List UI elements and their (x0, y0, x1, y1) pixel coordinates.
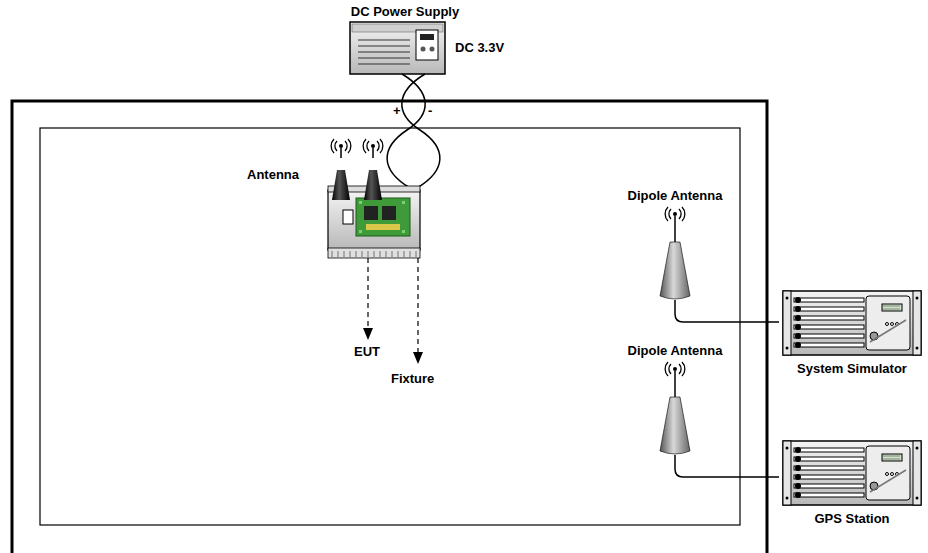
negative-terminal: - (428, 103, 432, 118)
positive-terminal: + (393, 103, 401, 118)
node-label: GPS Station (779, 511, 925, 526)
antenna-label: Antenna (247, 167, 299, 182)
power-supply: DC Power Supply DC 3.3V (340, 2, 520, 76)
coax-cable (675, 300, 779, 322)
coax-cable (675, 455, 779, 477)
dipole-antenna: Dipole Antenna (608, 186, 742, 300)
node-label: DC Power Supply (340, 4, 470, 19)
node-label: System Simulator (779, 361, 925, 376)
node-label: Dipole Antenna (608, 343, 742, 358)
eut-label: EUT (354, 344, 380, 359)
node-label: DC 3.3V (455, 40, 520, 55)
fixture-label: Fixture (391, 371, 434, 386)
node-label: Dipole Antenna (608, 188, 742, 203)
gps-station: GPS Station (779, 438, 925, 528)
system-simulator: System Simulator (779, 288, 925, 378)
dipole-antenna: Dipole Antenna (608, 341, 742, 455)
